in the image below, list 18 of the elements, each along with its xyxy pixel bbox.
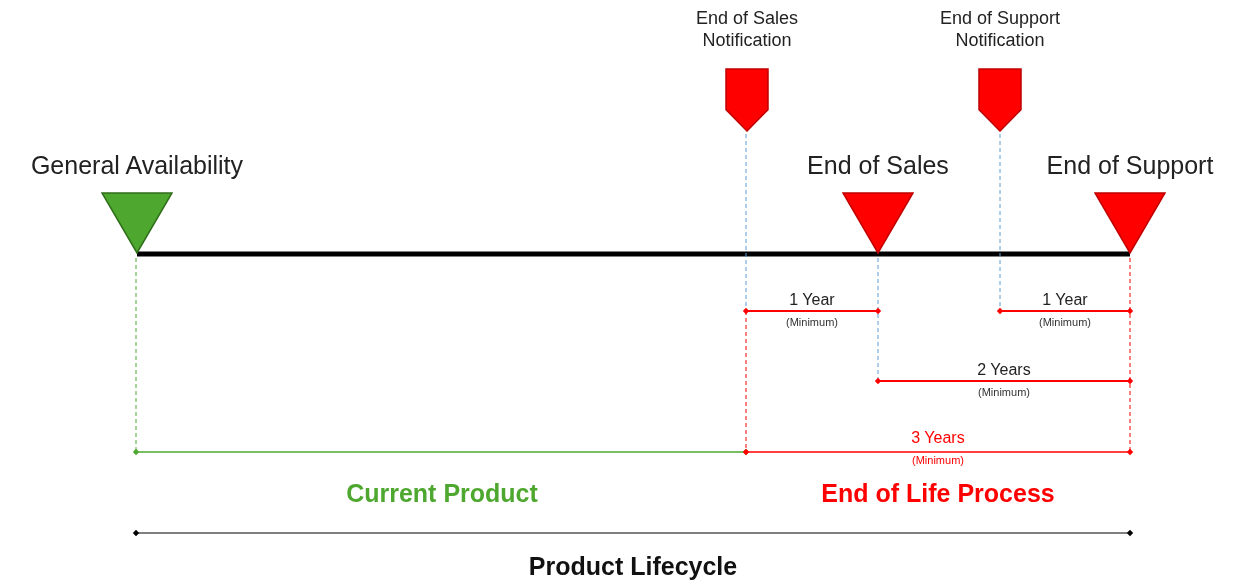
phase-label: End of Life Process bbox=[821, 480, 1055, 508]
duration-label: 1 Year bbox=[1042, 291, 1088, 309]
duration-label: 1 Year bbox=[789, 291, 835, 309]
milestone-label: End of Sales bbox=[806, 150, 950, 180]
duration-label: 2 Years bbox=[977, 361, 1031, 379]
milestone-label: End of Support Notification bbox=[938, 8, 1062, 52]
timeline-line bbox=[137, 251, 878, 257]
duration-label: 3 Years bbox=[911, 429, 965, 447]
note-label: (Minimum) bbox=[978, 386, 1030, 399]
milestone-label: End of Support bbox=[1045, 150, 1215, 180]
lifecycle-label: Product Lifecycle bbox=[528, 553, 738, 581]
phase-label: Current Product bbox=[346, 480, 538, 508]
timeline-line bbox=[878, 251, 1130, 257]
note-label: (Minimum) bbox=[1039, 316, 1091, 329]
note-label: (Minimum) bbox=[786, 316, 838, 329]
note-label: (Minimum) bbox=[912, 454, 964, 467]
milestone-label: General Availability bbox=[29, 150, 245, 180]
milestone-label: End of Sales Notification bbox=[694, 8, 800, 52]
